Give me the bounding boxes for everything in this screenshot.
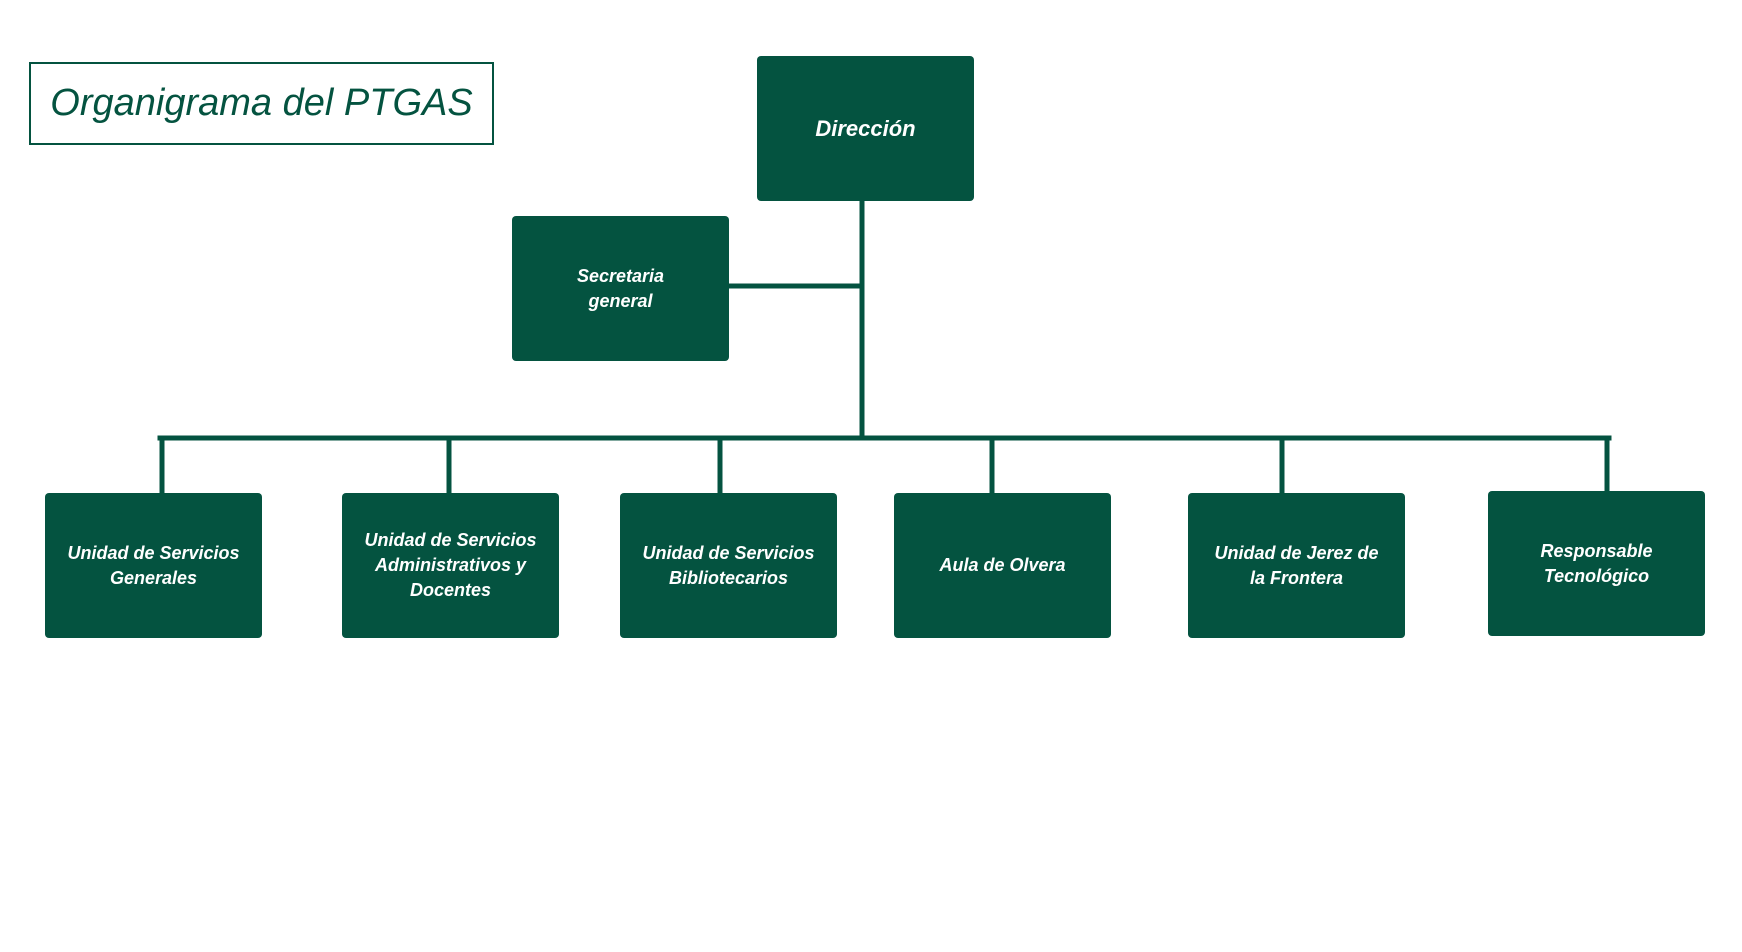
node-secretaria-general-label: Secretaria general [576,265,665,311]
page-title: Organigrama del PTGAS [50,82,473,124]
node-unidad-servicios-bibliotecarios[interactable]: Unidad de Servicios Bibliotecarios [620,493,837,638]
node-direccion-label: Dirección [815,116,916,141]
node-unit-label: Unidad de Servicios Generales [67,542,240,588]
node-aula-de-olvera[interactable]: Aula de Olvera [894,493,1111,638]
node-unidad-servicios-administrativos[interactable]: Unidad de Servicios Administrativos y Do… [342,493,559,638]
node-secretaria-general[interactable]: Secretaria general [512,216,729,361]
node-unit-label: Unidad de Servicios Bibliotecarios [642,542,815,588]
node-unit-label: Unidad de Jerez de la Frontera [1214,542,1379,588]
node-unit-label: Responsable Tecnológico [1540,540,1653,586]
node-direccion[interactable]: Dirección [757,56,974,201]
node-responsable-tecnologico[interactable]: Responsable Tecnológico [1488,491,1705,636]
node-unidad-jerez[interactable]: Unidad de Jerez de la Frontera [1188,493,1405,638]
node-unit-label: Aula de Olvera [939,555,1066,575]
node-unidad-servicios-generales[interactable]: Unidad de Servicios Generales [45,493,262,638]
node-unit-label: Unidad de Servicios Administrativos y Do… [364,530,537,600]
chart-title-box: Organigrama del PTGAS [29,62,494,145]
